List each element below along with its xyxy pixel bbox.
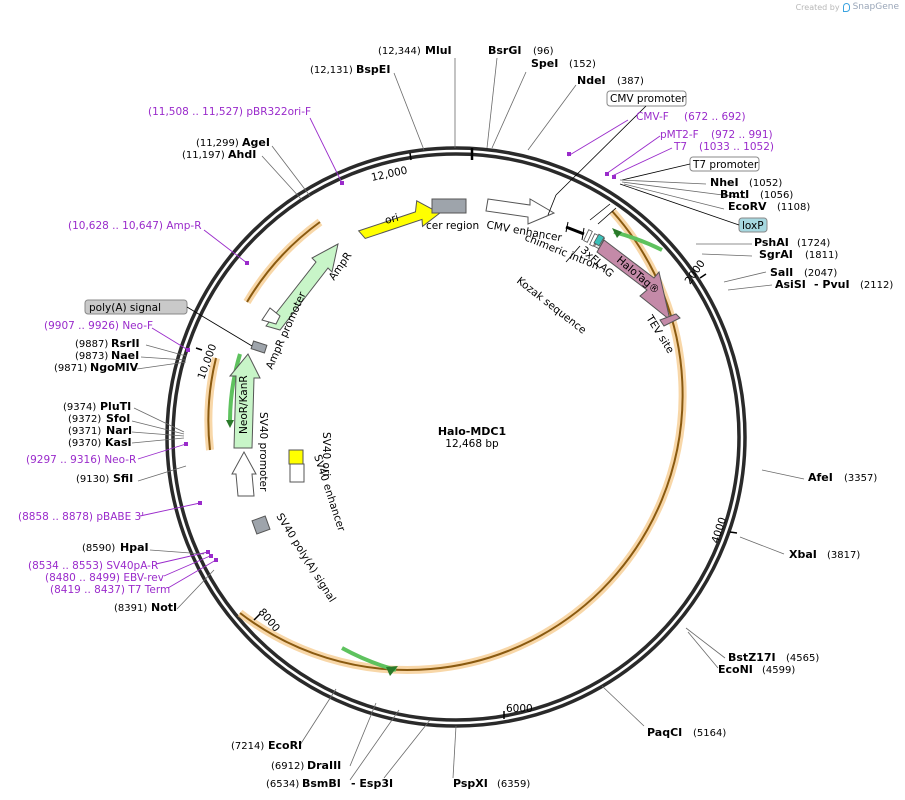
kozak-label: Kozak sequence xyxy=(514,275,588,337)
snapgene-logo-icon xyxy=(842,2,850,12)
ampr-feature xyxy=(265,243,339,331)
site-bsmbi-esp3i: (6534)BsmBI- Esp3I xyxy=(266,777,393,790)
site-afei: AfeI(3357) xyxy=(808,471,877,484)
cer-region-feature xyxy=(431,198,467,214)
chimeric-intron-feature xyxy=(565,225,585,236)
site-bstz17i: BstZ17I(4565) xyxy=(728,651,819,664)
site-xbai: XbaI(3817) xyxy=(789,548,860,561)
primer-pbr322ori-f: (11,508 .. 11,527) pBR322ori-F xyxy=(148,106,311,118)
sv40-polya-label: SV40 poly(A) signal xyxy=(273,511,338,604)
primer-t7-term: (8419 .. 8437) T7 Term xyxy=(50,584,170,596)
site-kasi: (9370)KasI xyxy=(68,436,132,449)
primer-cmv-f: CMV-F(672 .. 692) xyxy=(636,111,746,123)
site-draiii: (6912)DraIII xyxy=(271,759,341,772)
neor-label: NeoR/KanR xyxy=(238,375,250,434)
sv40-promoter-feature xyxy=(231,450,257,497)
site-asisi-pvui: AsiSI- PvuI(2112) xyxy=(775,278,893,291)
snapgene-watermark: Created by SnapGene xyxy=(796,2,899,12)
site-spei: SpeI(152) xyxy=(531,57,596,70)
site-ecori: (7214)EcoRI xyxy=(231,739,302,752)
site-ndei: NdeI(387) xyxy=(577,74,644,87)
site-sfoi: (9372)SfoI xyxy=(68,412,130,425)
primer-leader-lines xyxy=(137,117,673,589)
primer-t7: T7(1033 .. 1052) xyxy=(673,141,774,153)
svg-text:CMV promoter: CMV promoter xyxy=(610,93,686,105)
sv40-enhancer-feature xyxy=(289,463,305,483)
halotag-feature xyxy=(596,239,671,322)
site-pshai: PshAI(1724) xyxy=(754,236,830,249)
sv40-ori-label: SV40 ori xyxy=(320,432,332,476)
site-noti: (8391)NotI xyxy=(114,601,177,614)
neor-green-arrow xyxy=(228,353,242,421)
site-mlui: (12,344)MluI xyxy=(378,44,452,57)
site-ngomiv: (9871)NgoMIV xyxy=(54,361,139,374)
boxed-feature-cmv-promoter: CMV promoter xyxy=(555,90,687,196)
site-bmti: BmtI(1056) xyxy=(720,188,793,201)
boxed-feature-polya-signal: poly(A) signal xyxy=(84,299,253,347)
site-nhei: NheI(1052) xyxy=(710,176,782,189)
tick-label-6000: 6000 xyxy=(506,703,533,715)
backbone-inner-ring xyxy=(171,152,741,722)
neor-orf-arc xyxy=(207,357,217,451)
site-sfii: (9130)SfiI xyxy=(76,472,133,485)
cmv-promoter-leader xyxy=(547,194,557,216)
restriction-site-labels: (12,344)MluI BsrGI(96) SpeI(152) NdeI(38… xyxy=(54,44,893,790)
polya-signal-feature xyxy=(250,340,268,354)
cmv-enhancer-feature xyxy=(485,198,556,225)
primer-labels: (11,508 .. 11,527) pBR322ori-F CMV-F(672… xyxy=(18,106,774,596)
orf-green-arrowhead-top xyxy=(612,228,622,238)
primer-markers xyxy=(184,152,616,562)
primer-ebv-rev: (8480 .. 8499) EBV-rev xyxy=(45,572,164,584)
created-by-text: Created by xyxy=(795,2,840,12)
site-pluti: (9374)PluTI xyxy=(63,400,131,413)
site-paqci: PaqCI(5164) xyxy=(647,726,726,739)
site-econi: EcoNI(4599) xyxy=(718,663,795,676)
site-sgrai: SgrAI(1811) xyxy=(759,248,838,261)
primer-sv40pa-r: (8534 .. 8553) SV40pA-R xyxy=(28,560,158,572)
neor-feature xyxy=(228,353,261,449)
site-hpai: (8590)HpaI xyxy=(82,541,149,554)
primer-pbabe-3: (8858 .. 8878) pBABE 3' xyxy=(18,511,144,523)
site-naei: (9873)NaeI xyxy=(75,349,139,362)
scale-ticks: 2000 4000 6000 8000 10,000 12,000 xyxy=(196,152,738,719)
ori-label: ori xyxy=(384,212,400,227)
snapgene-brand-text: SnapGene xyxy=(852,2,899,12)
orf-green-arrowhead-bottom xyxy=(386,666,398,676)
tev-feature xyxy=(659,313,681,327)
tick-label-12000: 12,000 xyxy=(370,165,408,184)
site-pspxi: PspXI(6359) xyxy=(453,777,530,790)
loxp-feature-small xyxy=(583,229,593,243)
svg-text:poly(A) signal: poly(A) signal xyxy=(89,302,161,314)
site-sali: SalI(2047) xyxy=(770,266,837,279)
plasmid-name: Halo-MDC1 xyxy=(438,425,506,438)
sv40-ori-feature xyxy=(288,449,304,465)
site-ahdi: (11,197)AhdI xyxy=(182,148,256,161)
site-bsrgi: BsrGI(96) xyxy=(488,44,554,57)
boxed-feature-loxp: loxP xyxy=(619,183,768,233)
flag-teal-feature xyxy=(593,233,605,247)
svg-text:loxP: loxP xyxy=(742,220,764,232)
boxed-feature-t7-promoter: T7 promoter xyxy=(621,156,760,181)
cer-region-label: cer region xyxy=(426,220,479,232)
ampr-orf-arc xyxy=(246,221,321,303)
site-rsrii: (9887)RsrII xyxy=(75,337,140,350)
svg-text:T7 promoter: T7 promoter xyxy=(692,159,759,171)
primer-amp-r: (10,628 .. 10,647) Amp-R xyxy=(68,220,202,232)
sv40-promoter-label: SV40 promoter xyxy=(257,412,269,492)
primer-neo-r: (9297 .. 9316) Neo-R xyxy=(26,454,136,466)
ori-feature xyxy=(357,199,441,240)
ampr-promoter-feature xyxy=(261,307,281,325)
site-leader-lines xyxy=(131,57,805,781)
plasmid-size: 12,468 bp xyxy=(445,438,499,450)
site-agei: (11,299)AgeI xyxy=(196,136,270,149)
site-nari: (9371)NarI xyxy=(68,424,132,437)
site-bspei: (12,131)BspEI xyxy=(310,63,390,76)
neor-green-arrowhead xyxy=(226,420,234,428)
sv40-polya-feature xyxy=(251,515,271,535)
site-ecorv: EcoRV(1108) xyxy=(728,200,810,213)
primer-neo-f: (9907 .. 9926) Neo-F xyxy=(44,320,153,332)
primer-pmt2-f: pMT2-F(972 .. 991) xyxy=(660,129,773,141)
